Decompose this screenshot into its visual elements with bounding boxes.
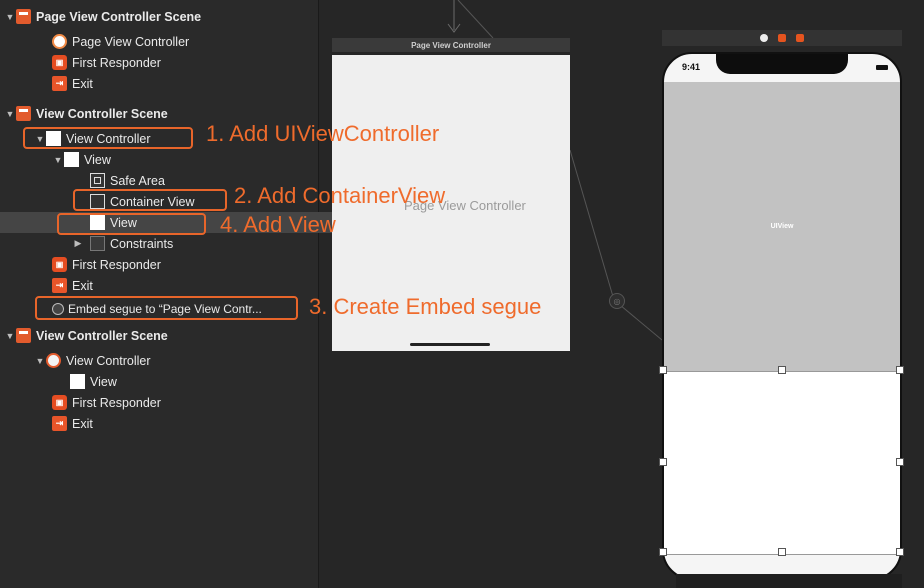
view-icon [64,152,79,167]
outline-row-label: Embed segue to “Page View Contr... [68,301,262,316]
outline-row-first-responder[interactable]: ▣ First Responder [0,254,370,275]
exit-icon: ⇥ [52,416,67,431]
scene-icon [16,106,31,121]
outline-row-label: View [84,152,111,167]
outline-row-label: First Responder [72,395,161,410]
outline-row-label: Container View [110,194,195,209]
scene-icon [16,9,31,24]
outline-row-label: Safe Area [110,173,165,188]
selected-view[interactable] [664,371,900,555]
outline-row-label: View Controller [66,353,151,368]
disclosure-down-icon[interactable]: ▼ [53,154,63,165]
annotation-step-2: 2. Add ContainerView [234,183,446,208]
outline-row-constraints[interactable]: ▶ Constraints [0,233,390,254]
status-bar-time: 9:41 [682,62,701,72]
outline-row-view-controller-scene[interactable]: ▼ View Controller Scene [0,325,322,346]
first-responder-dock-icon[interactable] [778,34,786,42]
outline-row-view[interactable]: View [0,371,388,392]
outline-row-label: Constraints [110,236,174,251]
outline-row-exit[interactable]: ⇥ Exit [0,275,370,296]
outline-row-page-view-controller-scene[interactable]: ▼ Page View Controller Scene [0,6,322,27]
outline-row-view-controller[interactable]: ▼ View Controller [0,128,352,149]
resize-handle[interactable] [896,366,904,374]
outline-row-label: View [110,215,137,230]
container-view-icon [90,194,105,209]
disclosure-down-icon[interactable]: ▼ [5,330,15,341]
disclosure-down-icon[interactable]: ▼ [35,355,45,366]
exit-icon: ⇥ [52,76,67,91]
battery-icon [876,65,888,70]
view-controller-icon [52,34,67,49]
annotation-box-embed-segue [35,296,298,320]
view-controller-icon [46,131,61,146]
resize-handle[interactable] [778,366,786,374]
page-view-controller-scene-title[interactable]: Page View Controller [332,38,570,52]
document-outline: ▼ Page View Controller Scene Page View C… [0,0,408,588]
outline-row-label: View Controller Scene [36,328,168,343]
view-controller-device-frame[interactable]: 9:41 UIView [662,52,902,580]
resize-handle[interactable] [659,366,667,374]
outline-row-label: Exit [72,76,93,91]
disclosure-down-icon[interactable]: ▼ [35,133,45,144]
outline-row-label: View [90,374,117,389]
resize-handle[interactable] [659,458,667,466]
resize-handle[interactable] [896,548,904,556]
first-responder-icon: ▣ [52,395,67,410]
safe-area-icon [90,173,105,188]
outline-row-label: First Responder [72,257,161,272]
resize-handle[interactable] [778,548,786,556]
constraints-icon [90,236,105,251]
view-controller-dock-icon[interactable] [760,34,768,42]
outline-row-view[interactable]: ▼ View [0,149,370,170]
disclosure-down-icon[interactable]: ▼ [5,108,15,119]
outline-row-container-view[interactable]: Container View [0,191,408,212]
device-notch [716,54,848,74]
annotation-step-4: 4. Add View [220,212,336,237]
outline-row-exit[interactable]: ⇥ Exit [0,73,370,94]
first-responder-icon: ▣ [52,257,67,272]
outline-row-label: First Responder [72,55,161,70]
outline-row-exit[interactable]: ⇥ Exit [0,413,370,434]
resize-handle[interactable] [659,548,667,556]
annotation-step-3: 3. Create Embed segue [309,294,542,319]
segue-icon [52,302,64,315]
disclosure-down-icon[interactable]: ▼ [5,11,15,22]
outline-row-first-responder[interactable]: ▣ First Responder [0,52,370,73]
annotation-box-container-view [73,189,227,211]
exit-dock-icon[interactable] [796,34,804,42]
scene-dock [662,30,902,46]
first-responder-icon: ▣ [52,55,67,70]
annotation-step-1: 1. Add UIViewController [206,121,440,146]
home-indicator [410,343,490,346]
page-view-controller-screen[interactable] [332,55,570,351]
view-icon [90,215,105,230]
view-icon [70,374,85,389]
outline-row-label: Page View Controller Scene [36,9,202,24]
annotation-box-view-controller [23,127,193,149]
view-controller-icon [46,353,61,368]
outline-row-page-view-controller[interactable]: Page View Controller [0,31,370,52]
outline-row-label: Exit [72,278,93,293]
page-view-controller-placeholder-label: Page View Controller [404,198,526,213]
embed-segue-icon[interactable]: ◎ [609,293,625,309]
outline-row-label: View Controller [66,131,151,146]
scene-icon [16,328,31,343]
outline-row-label: Page View Controller [72,34,190,49]
outline-row-first-responder[interactable]: ▣ First Responder [0,392,370,413]
disclosure-right-icon[interactable]: ▶ [74,238,82,248]
resize-handle[interactable] [896,458,904,466]
canvas-bottom-bar [676,574,902,588]
exit-icon: ⇥ [52,278,67,293]
outline-row-embed-segue[interactable]: Embed segue to “Page View Contr... [0,298,370,319]
outline-row-label: View Controller Scene [36,106,168,121]
outline-row-view-controller[interactable]: ▼ View Controller [0,350,352,371]
annotation-box-view [57,213,206,235]
outline-row-view-controller-scene[interactable]: ▼ View Controller Scene [0,103,322,124]
outline-row-label: Exit [72,416,93,431]
container-uiview[interactable]: UIView [664,82,900,371]
outline-row-safe-area[interactable]: Safe Area [0,170,408,191]
